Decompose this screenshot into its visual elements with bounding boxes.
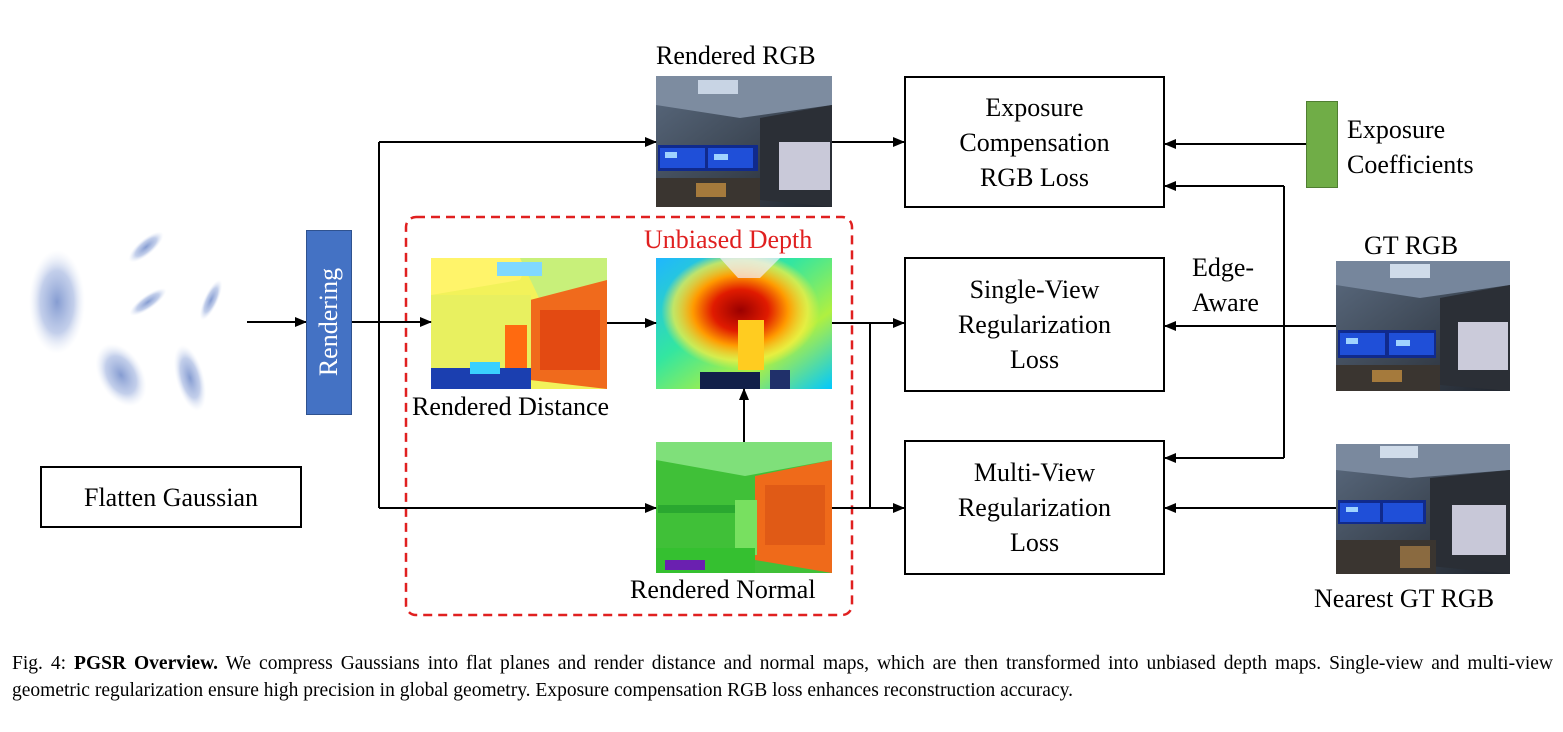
flatten-gaussian-ellipses [29, 231, 223, 412]
exposure-coefficients-label-line2: Coefficients [1347, 150, 1474, 179]
single-view-regularization-box: Single-View Regularization Loss [904, 257, 1165, 392]
caption-title: PGSR Overview. [74, 653, 218, 674]
exposure-compensation-loss-box: Exposure Compensation RGB Loss [904, 76, 1165, 208]
multi-view-line2: Regularization [957, 493, 1112, 522]
figure-caption: Fig. 4: PGSR Overview. We compress Gauss… [12, 650, 1553, 704]
rendering-block [306, 230, 352, 415]
nearest-gt-rgb-image [1336, 444, 1510, 574]
exposure-coefficients-block [1306, 101, 1338, 188]
diagram-graphics [29, 76, 1510, 617]
gt-rgb-image [1336, 261, 1510, 391]
caption-body: We compress Gaussians into flat planes a… [12, 653, 1553, 701]
unbiased-depth-label: Unbiased Depth [644, 225, 813, 254]
unbiased-depth-image [656, 258, 832, 389]
edge-aware-label-line2: Aware [1192, 288, 1259, 317]
connector-arrows [247, 137, 1336, 513]
multi-view-line1: Multi-View [973, 458, 1096, 487]
gt-rgb-label: GT RGB [1364, 231, 1459, 260]
nearest-gt-rgb-label: Nearest GT RGB [1314, 584, 1495, 613]
rendered-normal-image [656, 442, 832, 573]
edge-aware-label-line1: Edge- [1192, 253, 1255, 282]
rendered-rgb-label: Rendered RGB [656, 41, 816, 70]
single-view-line2: Regularization [957, 310, 1112, 339]
flatten-gaussian-label: Flatten Gaussian [83, 482, 259, 512]
caption-prefix: Fig. 4: [12, 653, 75, 674]
rendering-label: Rendering [314, 267, 343, 377]
exposure-loss-line2: Compensation [959, 127, 1110, 157]
exposure-loss-line3: RGB Loss [979, 162, 1090, 192]
rendered-normal-label: Rendered Normal [630, 575, 816, 604]
single-view-line1: Single-View [969, 275, 1100, 304]
rendered-rgb-image [656, 76, 832, 207]
unbiased-depth-region [404, 215, 854, 617]
single-view-line3: Loss [1009, 345, 1060, 374]
exposure-coefficients-label-line1: Exposure [1347, 115, 1446, 144]
rendered-distance-label: Rendered Distance [412, 392, 610, 421]
rendered-distance-image [431, 258, 607, 389]
flatten-gaussian-box: Flatten Gaussian [40, 466, 302, 528]
exposure-loss-line1: Exposure [985, 92, 1084, 122]
multi-view-line3: Loss [1009, 528, 1060, 557]
multi-view-regularization-box: Multi-View Regularization Loss [904, 440, 1165, 575]
